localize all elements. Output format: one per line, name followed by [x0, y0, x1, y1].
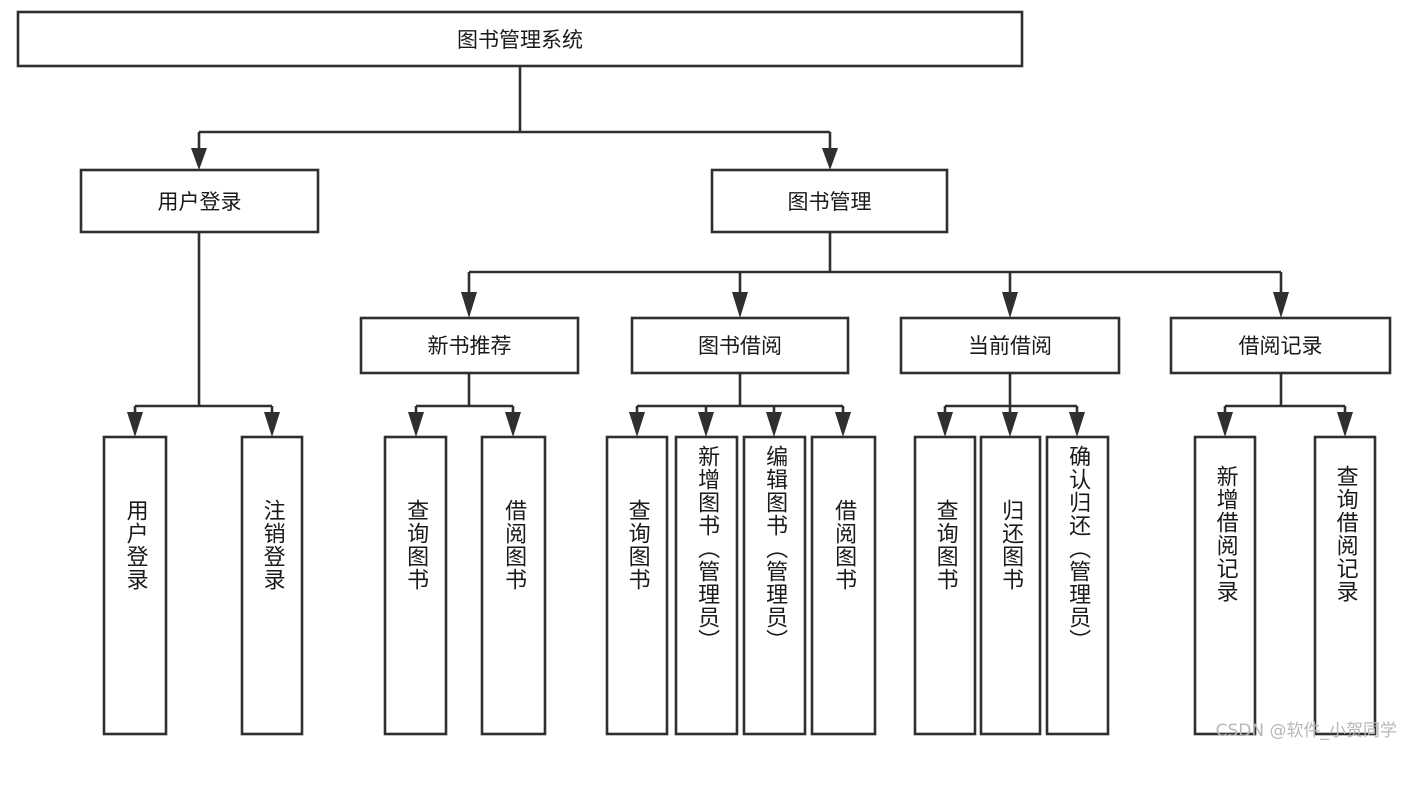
- arrowhead-leaf-query-book-2: [629, 412, 645, 437]
- arrowhead-leaf-return-book: [1002, 412, 1018, 437]
- arrowhead-leaf-add-book: [698, 412, 714, 437]
- leaf-box-borrow-book-2[interactable]: [810, 435, 877, 736]
- arrowhead-leaf-query-book-3: [937, 412, 953, 437]
- arrowhead-leaf-add-record: [1217, 412, 1233, 437]
- leaf-box-query-book-1[interactable]: [383, 435, 448, 736]
- arrowhead-borrow: [732, 292, 748, 318]
- flowchart-canvas: 图书管理系统 用户登录 图书管理 新书推荐 图书借阅 当前借阅 借阅记录: [16, 10, 1397, 741]
- node-box-new-book-recommend[interactable]: [359, 316, 580, 375]
- arrowhead-leaf-query-book-1: [408, 412, 424, 437]
- connector-lines: [127, 66, 1353, 437]
- leaf-box-query-book-2[interactable]: [605, 435, 669, 736]
- leaf-box-query-borrow-record[interactable]: [1313, 435, 1377, 736]
- arrowhead-record: [1273, 292, 1289, 318]
- node-box-root[interactable]: [16, 10, 1024, 68]
- node-label-new-book-recommend: 新书推荐: [428, 334, 512, 358]
- arrowhead-leaf-logout: [264, 412, 280, 437]
- node-box-book-management[interactable]: [710, 168, 949, 234]
- leaf-box-borrow-book-1[interactable]: [480, 435, 547, 736]
- leaf-box-confirm-return[interactable]: [1045, 435, 1110, 736]
- node-box-current-borrow[interactable]: [899, 316, 1121, 375]
- tree-diagram-svg: 图书管理系统 用户登录 图书管理 新书推荐 图书借阅 当前借阅 借阅记录: [16, 10, 1392, 736]
- node-label-borrow-record: 借阅记录: [1239, 334, 1323, 358]
- leaf-box-return-book[interactable]: [979, 435, 1042, 736]
- arrowhead-leaf-query-record: [1337, 412, 1353, 437]
- node-label-current-borrow: 当前借阅: [968, 334, 1052, 358]
- leaf-box-edit-book[interactable]: [742, 435, 807, 736]
- node-box-user-login[interactable]: [79, 168, 320, 234]
- node-label-root: 图书管理系统: [457, 28, 583, 52]
- leaf-box-add-book[interactable]: [674, 435, 739, 736]
- arrowhead-root-to-user-login: [191, 148, 207, 170]
- arrowhead-leaf-borrow-book-1: [505, 412, 521, 437]
- arrowhead-leaf-confirm-return: [1069, 412, 1085, 437]
- node-box-book-borrow[interactable]: [630, 316, 850, 375]
- node-box-borrow-record[interactable]: [1169, 316, 1392, 375]
- node-boxes: 图书管理系统 用户登录 图书管理 新书推荐 图书借阅 当前借阅 借阅记录: [16, 10, 1392, 736]
- arrowhead-current: [1002, 292, 1018, 318]
- arrowhead-newbook: [461, 292, 477, 318]
- leaf-box-logout[interactable]: [240, 435, 304, 736]
- leaf-box-user-login[interactable]: [102, 435, 168, 736]
- arrowhead-leaf-borrow-book-2: [835, 412, 851, 437]
- arrowhead-leaf-user-login: [127, 412, 143, 437]
- arrowhead-root-to-book-mgmt: [822, 148, 838, 170]
- leaf-box-query-book-3[interactable]: [913, 435, 977, 736]
- node-label-book-borrow: 图书借阅: [698, 334, 782, 358]
- leaf-box-add-borrow-record[interactable]: [1193, 435, 1257, 736]
- node-label-book-management: 图书管理: [788, 190, 872, 214]
- node-label-user-login: 用户登录: [158, 190, 242, 214]
- arrowhead-leaf-edit-book: [766, 412, 782, 437]
